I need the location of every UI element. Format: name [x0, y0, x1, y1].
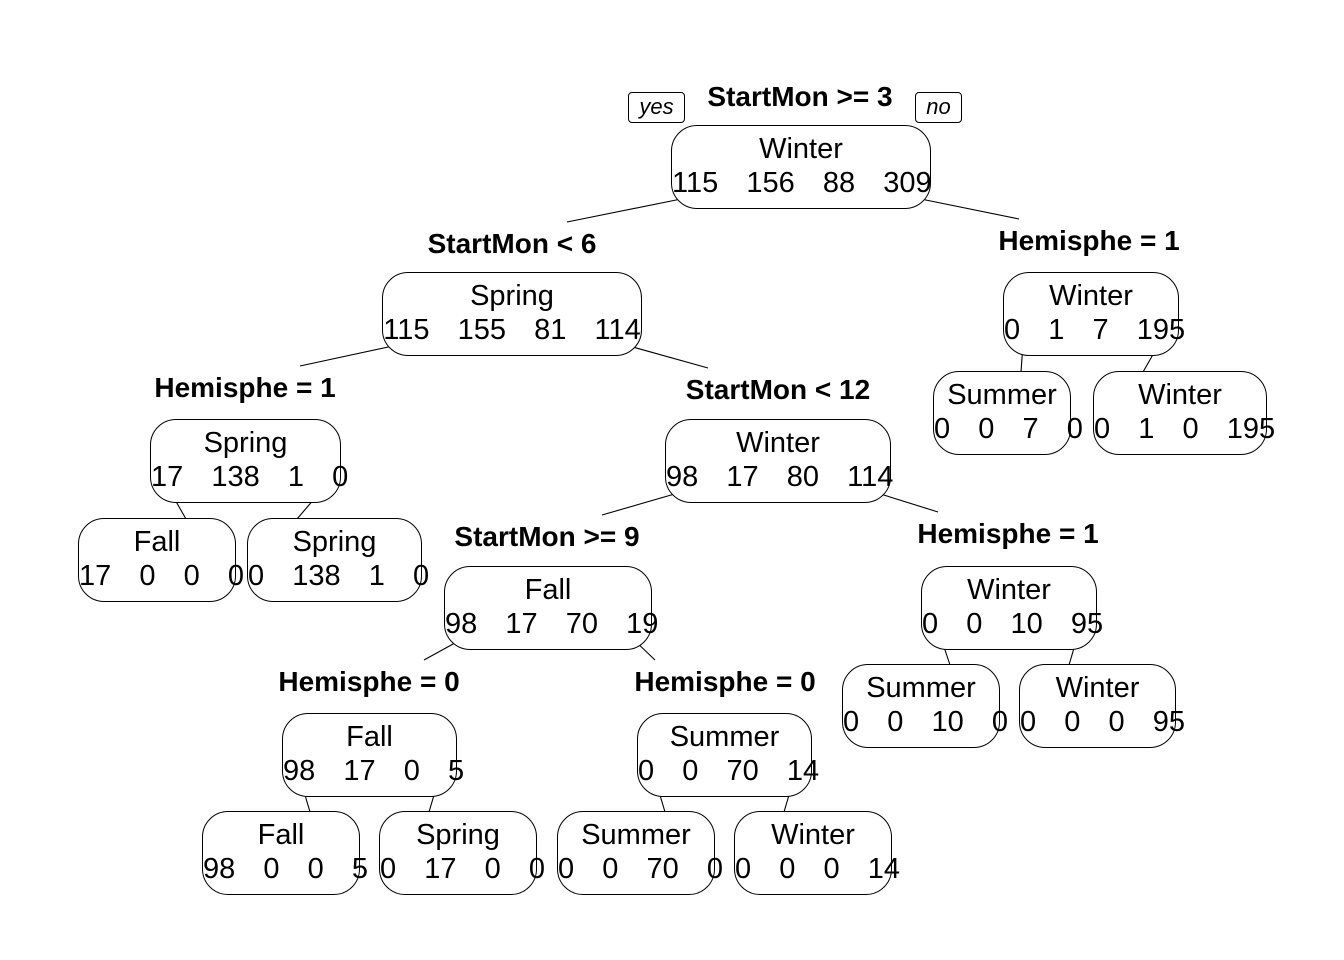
- node-class-counts: 0 1 0 195: [1094, 413, 1276, 445]
- node-class-label: Winter: [967, 574, 1051, 606]
- node-class-counts: 0 0 70 14: [638, 755, 820, 787]
- node-class-counts: 0 0 7 0: [934, 413, 1083, 445]
- node-class-label: Fall: [346, 721, 393, 753]
- node-class-label: Summer: [669, 721, 780, 753]
- node-class-counts: 115 156 88 309: [672, 167, 932, 199]
- tree-edge: [566, 196, 692, 223]
- node-class-label: Fall: [257, 819, 305, 851]
- tree-edge: [299, 343, 403, 367]
- node-class-label: Winter: [759, 133, 843, 165]
- tree-edge: [601, 490, 686, 516]
- split-rule: StartMon < 12: [685, 374, 871, 405]
- node-class-counts: 0 17 0 0: [380, 853, 545, 885]
- node-class-label: Spring: [203, 427, 288, 459]
- node-class-label: Fall: [524, 574, 572, 606]
- node-class-label: Spring: [416, 819, 500, 851]
- node-class-counts: 17 138 1 0: [151, 461, 349, 493]
- split-rule: Hemisphe = 0: [634, 666, 816, 697]
- node-class-counts: 115 155 81 114: [383, 314, 641, 346]
- node-class-label: Winter: [1049, 280, 1133, 312]
- node-class-counts: 17 0 0 0: [79, 560, 244, 592]
- node-class-counts: 0 0 0 14: [735, 853, 900, 885]
- node-class-label: Winter: [771, 819, 855, 851]
- tree-edge: [910, 196, 1020, 220]
- node-class-label: Spring: [470, 280, 554, 312]
- yes-label: yes: [628, 92, 685, 123]
- node-class-counts: 0 0 70 0: [558, 853, 723, 885]
- split-rule: Hemisphe = 1: [917, 518, 1099, 549]
- node-class-label: Spring: [292, 526, 377, 558]
- node-class-label: Summer: [581, 819, 691, 851]
- node-class-label: Summer: [866, 672, 976, 704]
- node-class-counts: 0 138 1 0: [248, 560, 430, 592]
- split-rule: StartMon >= 9: [454, 521, 640, 552]
- node-class-counts: 98 17 0 5: [283, 755, 465, 787]
- node-class-label: Winter: [1055, 672, 1140, 704]
- split-rule: Hemisphe = 0: [278, 666, 460, 697]
- node-class-counts: 0 0 10 0: [843, 706, 1008, 738]
- node-class-label: Fall: [133, 526, 181, 558]
- node-class-counts: 98 0 0 5: [203, 853, 368, 885]
- node-class-counts: 98 17 80 114: [666, 461, 894, 493]
- node-class-label: Winter: [736, 427, 820, 459]
- node-class-label: Winter: [1138, 379, 1222, 411]
- no-label: no: [915, 92, 962, 123]
- split-rule: StartMon >= 3: [707, 81, 893, 112]
- node-class-counts: 0 0 0 95: [1020, 706, 1185, 738]
- split-rule: StartMon < 6: [427, 228, 597, 259]
- split-rule: Hemisphe = 1: [998, 225, 1180, 256]
- node-class-counts: 0 0 10 95: [922, 608, 1104, 640]
- node-class-counts: 0 1 7 195: [1004, 314, 1186, 346]
- split-rule: Hemisphe = 1: [154, 372, 336, 403]
- node-class-label: Summer: [947, 379, 1057, 411]
- node-class-counts: 98 17 70 19: [445, 608, 659, 640]
- tree-edge: [621, 343, 709, 369]
